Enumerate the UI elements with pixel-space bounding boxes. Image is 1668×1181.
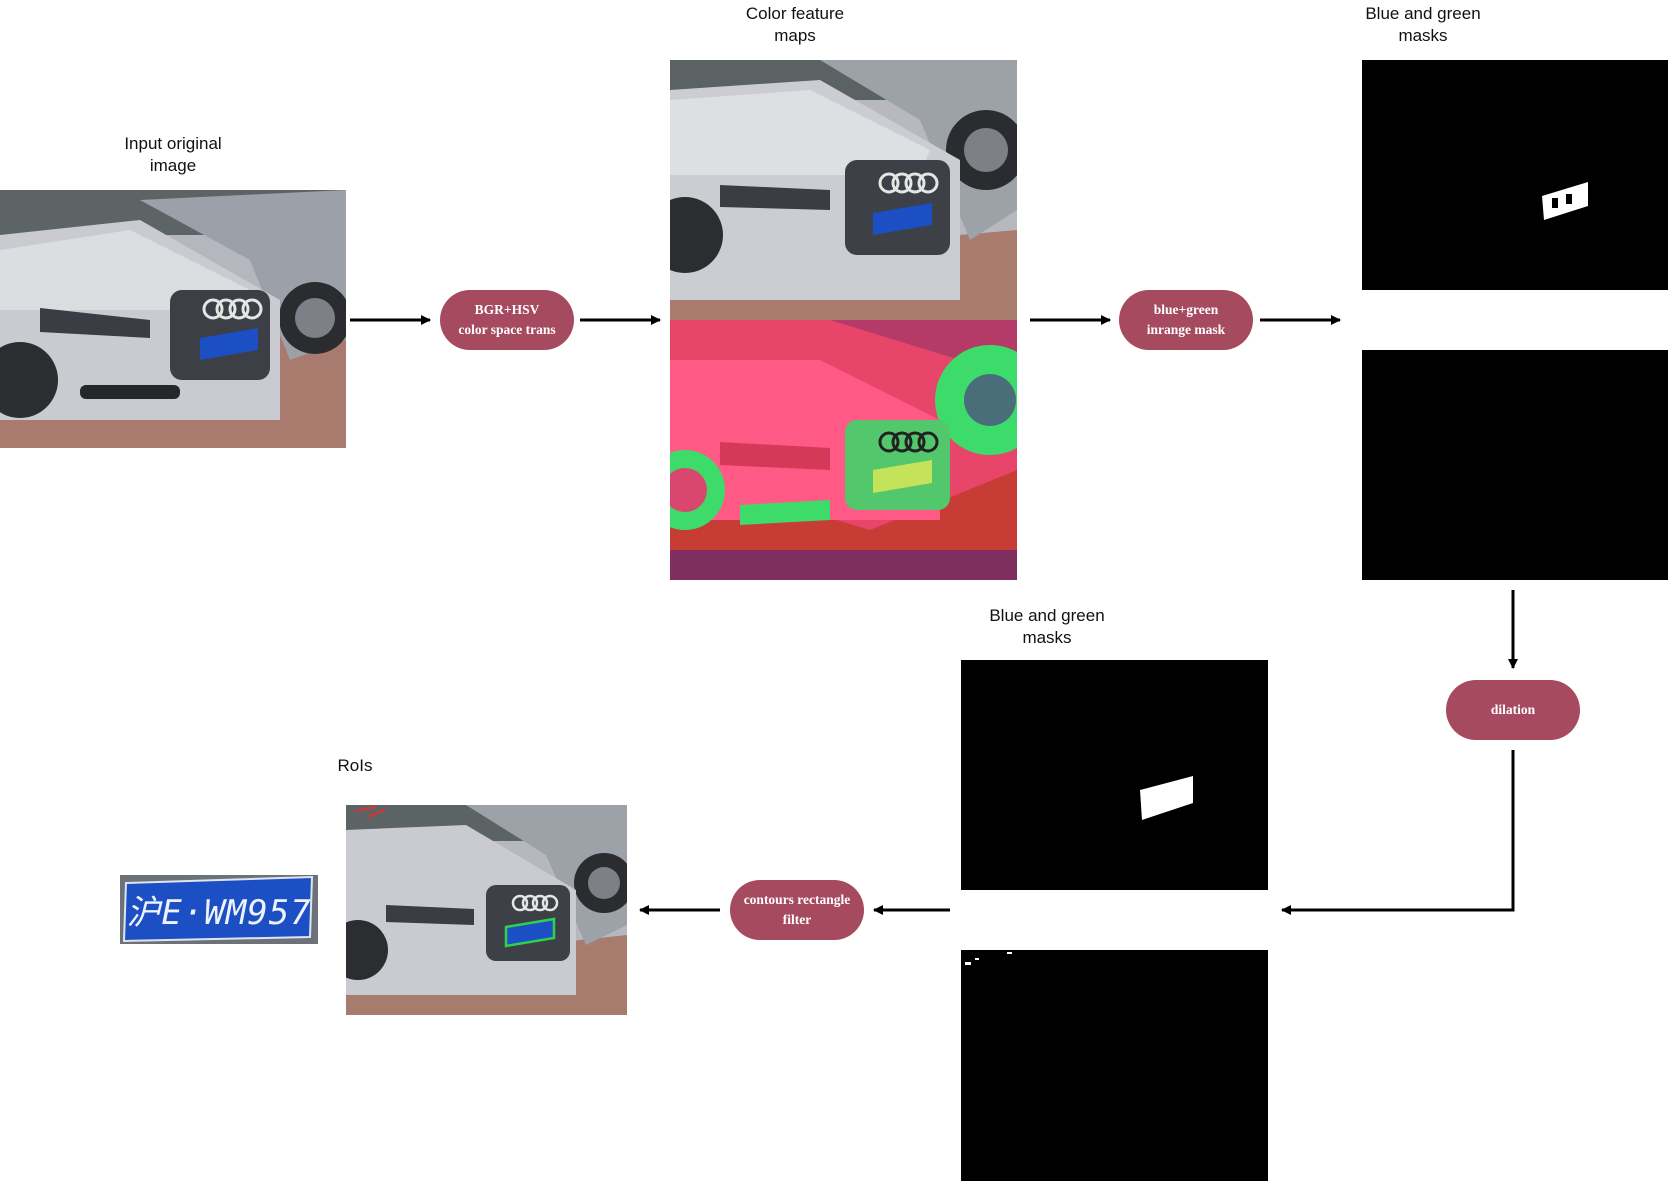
- result-car-photo: [346, 805, 627, 1015]
- hsv-feature-illustration: [670, 320, 1017, 580]
- dilation-node: dilation: [1446, 680, 1580, 740]
- rgb-feature-illustration: [670, 60, 1017, 320]
- colorspace-trans-node: BGR+HSV color space trans: [440, 290, 574, 350]
- roi-plate-crop: 沪E·WM957: [120, 875, 318, 944]
- car-photo-illustration: [0, 190, 346, 448]
- plate-crop-background: [122, 875, 314, 943]
- green-mask-panel: [1362, 350, 1668, 580]
- input-car-photo: [0, 190, 346, 448]
- plate-text: 沪E·WM957: [126, 893, 312, 933]
- arrow-dilation-to-dilated-masks: [1281, 750, 1515, 915]
- contours-filter-node: contours rectangle filter: [730, 880, 864, 940]
- speckle-illustration: [965, 952, 1012, 965]
- input-image-caption: Input original image: [124, 134, 222, 175]
- color-feature-rgb-map: [670, 60, 1017, 320]
- color-feature-hsv-map: [670, 320, 1017, 580]
- result-car-illustration: [346, 805, 627, 1015]
- masks-mid-caption: Blue and green masks: [989, 606, 1105, 647]
- mask-blob-illustration: [1542, 182, 1588, 220]
- rois-caption: RoIs: [337, 756, 373, 775]
- dilated-blue-mask-panel: [961, 660, 1268, 890]
- inrange-mask-node: blue+green inrange mask: [1119, 290, 1253, 350]
- dilated-mask-blob-illustration: [1140, 776, 1193, 820]
- color-feature-caption: Color feature maps: [745, 4, 845, 45]
- blue-mask-panel: [1362, 60, 1668, 290]
- masks-top-caption: Blue and green masks: [1365, 4, 1481, 45]
- dilated-green-mask-panel: [961, 950, 1268, 1181]
